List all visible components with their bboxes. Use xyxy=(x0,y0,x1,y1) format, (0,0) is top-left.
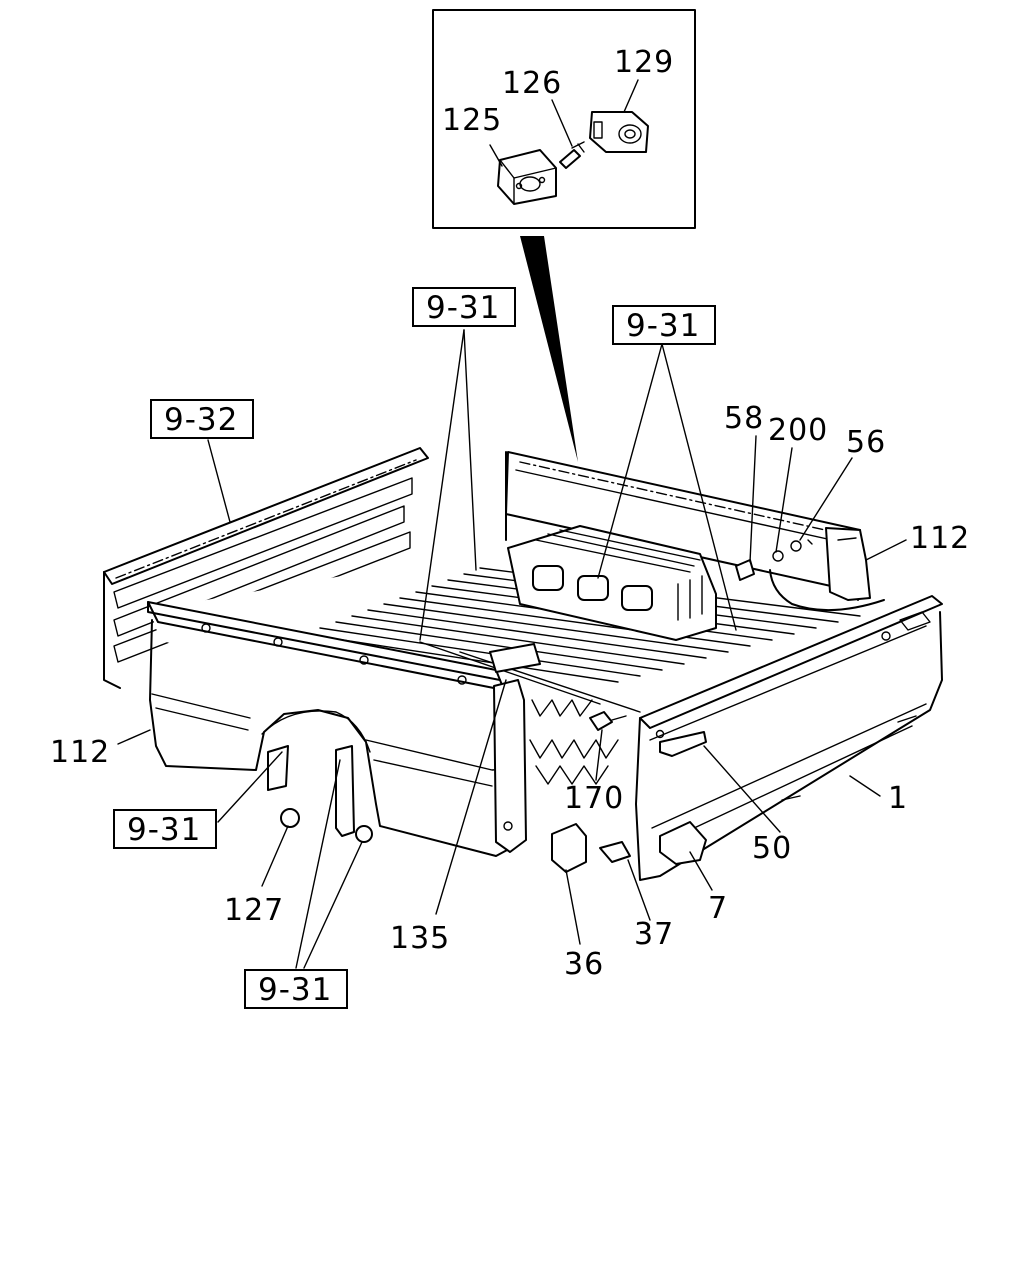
label-58: 58 xyxy=(724,401,764,436)
right-bed-side xyxy=(635,595,943,881)
ref-box-9-31-top-left: 9-31 xyxy=(412,287,516,327)
label-1: 1 xyxy=(888,781,908,816)
left-bed-side xyxy=(147,601,523,857)
part-125-bracket xyxy=(497,149,557,205)
part-37-screw xyxy=(599,841,631,863)
part-58-200-56-harness xyxy=(735,539,885,612)
ref-9-31-top-right: 9-31 xyxy=(626,308,700,344)
front-bulkhead xyxy=(505,451,871,601)
label-36: 36 xyxy=(564,947,604,982)
label-125: 125 xyxy=(442,103,502,138)
fender-clip-left xyxy=(267,745,289,791)
label-135: 135 xyxy=(390,921,450,956)
inset-frame xyxy=(432,9,696,229)
part-170-bolt xyxy=(589,711,627,731)
ref-box-9-31-bottom: 9-31 xyxy=(244,969,348,1009)
ref-box-9-32: 9-32 xyxy=(150,399,254,439)
part-129-plate xyxy=(589,111,649,153)
part-50-hook xyxy=(659,731,707,757)
label-50: 50 xyxy=(752,831,792,866)
ref-box-9-31-left: 9-31 xyxy=(113,809,217,849)
left-side-panel xyxy=(103,447,429,689)
fender-nut xyxy=(355,825,373,843)
label-129: 129 xyxy=(614,45,674,80)
part-127-nut xyxy=(280,808,300,828)
part-126-bolt xyxy=(559,141,585,169)
label-37: 37 xyxy=(634,917,674,952)
leader-lines xyxy=(117,329,907,969)
ref-box-9-31-top-right: 9-31 xyxy=(612,305,716,345)
label-112-right: 112 xyxy=(910,521,970,556)
label-7: 7 xyxy=(708,891,728,926)
label-112-left: 112 xyxy=(50,735,110,770)
label-56: 56 xyxy=(846,425,886,460)
label-126: 126 xyxy=(502,66,562,101)
inset-pointer xyxy=(520,236,578,462)
label-200: 200 xyxy=(768,413,828,448)
part-135-stake-pocket xyxy=(489,643,541,853)
ref-9-32: 9-32 xyxy=(164,402,238,438)
label-127: 127 xyxy=(224,893,284,928)
ref-9-31-top-left: 9-31 xyxy=(426,290,500,326)
ref-9-31-bottom: 9-31 xyxy=(258,972,332,1008)
part-7-lamp xyxy=(659,821,707,865)
wheelhouse-cover xyxy=(507,525,717,641)
ref-9-31-left: 9-31 xyxy=(127,812,201,848)
inset-detail: 125 126 129 xyxy=(432,9,696,229)
label-170: 170 xyxy=(564,781,624,816)
fender-clip-right xyxy=(335,745,355,837)
part-36-bracket xyxy=(551,823,587,873)
